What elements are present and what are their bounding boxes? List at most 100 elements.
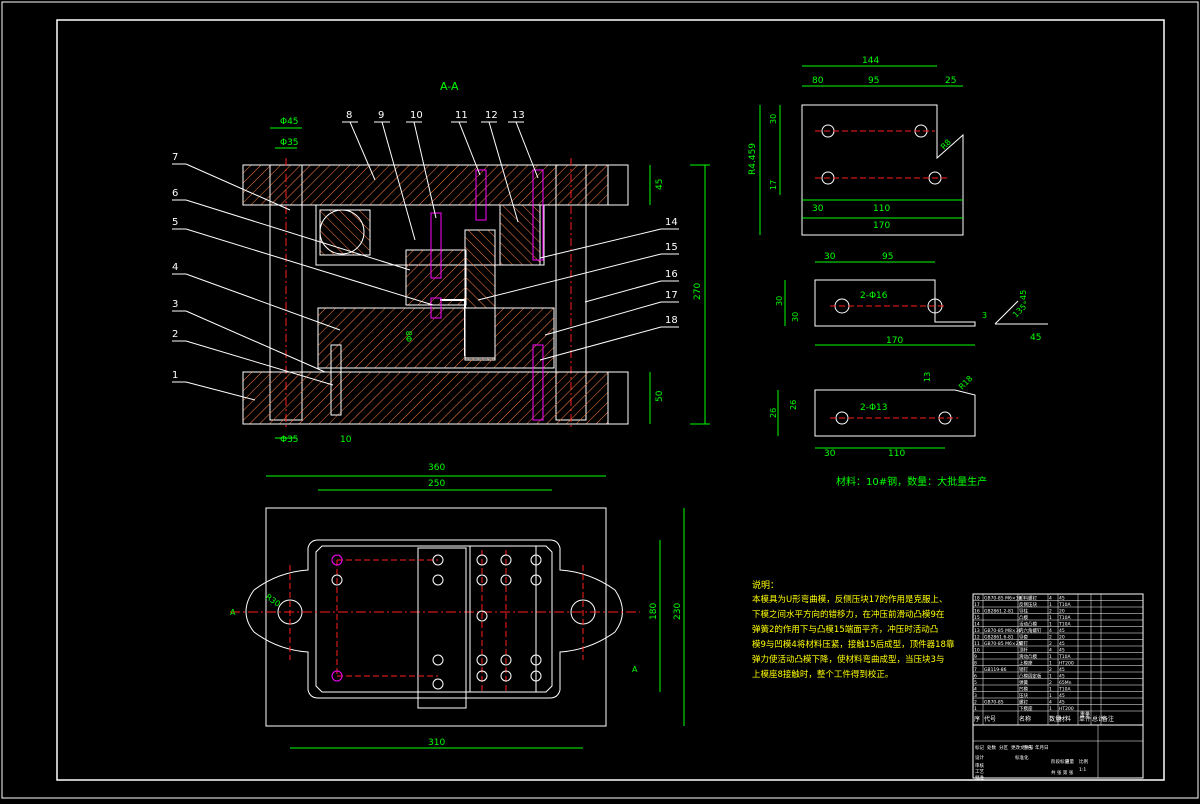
die [317,307,555,369]
tb-cell: 凹模 [1019,686,1028,693]
dim-d2-text: Φ35 [280,138,299,148]
tb-cell: 2 [1049,641,1052,647]
part2-t: 3 [982,311,987,320]
tb-cell: 45 [1059,693,1065,699]
plan-view: 360 250 310 230 180 R30 A A [230,463,685,749]
tb-cell: 下模座 [1019,705,1033,712]
tb-cell: 65Mn [1059,680,1072,686]
leader-line [515,121,539,179]
section-view: A-A 270 45 [172,80,710,445]
tb-header: 单件 [1079,715,1091,723]
screw-11 [475,169,487,221]
leader-line [185,163,291,211]
part2-angle: 135° [1011,299,1031,319]
plan-hole [432,654,444,666]
part2-w-total: 170 [886,336,903,346]
tb-cell: 4 [974,687,977,693]
leader-line [185,381,256,401]
tb-header: 总计 [1092,715,1104,723]
tb-cell: 2 [1049,680,1052,686]
tb-header: 名称 [1019,715,1031,723]
leader-line [185,273,341,331]
tb-cell: HT200 [1059,706,1074,712]
part1-h-b: 17 [769,180,778,190]
tb-cell: 1 [974,706,977,712]
leader-line [544,301,662,336]
tb-stage-label: 重量 [1065,758,1074,765]
dim-w-bottom-text: 310 [428,738,445,748]
dim-d1-text: Φ45 [280,117,299,127]
tb-cell: 内六角螺钉 [1019,627,1042,634]
part-number-14: 14 [665,217,678,228]
tb-cell: 1 [1049,661,1052,667]
tb-cell: 1 [1049,654,1052,660]
tb-cell: 14 [974,622,980,628]
part3-r: R18 [957,374,975,392]
part-number-10: 10 [410,110,423,121]
part1-w-bottom: 170 [873,221,890,231]
part1-d-left: 30 [812,204,824,214]
tb-cell: 45 [1059,700,1065,706]
screw-13 [532,169,544,261]
part-number-12: 12 [485,110,498,121]
leader-line [584,280,662,303]
tb-cell: 8 [974,661,977,667]
tb-cell: T10A [1058,687,1071,693]
note-line: 上模座8接触时，整个工件得到校正。 [752,669,893,680]
plan-hole [530,554,542,566]
part-number-9: 9 [378,110,384,121]
tb-cell: T10A [1058,615,1071,621]
tb-cell: 2 [974,700,977,706]
plan-hole [500,574,512,586]
part-number-1: 1 [172,370,178,381]
tb-header: 序 [974,715,980,723]
note-line: 模9与凹模4将材料压紧，接触15后成型，顶件器18靠 [752,639,955,650]
plan-inner-outline [315,545,553,693]
part-number-8: 8 [346,110,352,121]
tb-cell: 15 [974,615,980,621]
notes-title: 说明： [752,579,779,591]
part3-w-a: 30 [824,449,836,459]
tb-cell: GB70-85 M6×30 [984,596,1021,602]
leader-line [185,340,334,386]
tb-cell: 1 [1049,706,1052,712]
tb-cell: 活动凸模 [1019,621,1037,628]
part2-holes: 2-Φ16 [860,291,888,301]
plan-hole [476,554,488,566]
leader-line [185,310,326,373]
tb-cell: 上模座 [1019,660,1033,667]
leader-line [413,121,437,219]
plan-hole [432,554,444,566]
material-note: 材料：10#钢，数量：大批量生产 [836,475,987,488]
tb-sign-label: 标记 [975,744,984,751]
tb-cell: 45 [1059,628,1065,634]
tb-cell: 2 [1049,667,1052,673]
tb-cell: GB70-85 M8×30 [984,628,1021,634]
plan-hole [476,574,488,586]
inner-border [56,19,1165,781]
tb-cell: 3 [974,693,977,699]
screw-10 [430,212,442,279]
plan-die-outline [245,539,623,699]
part2-side [994,300,1019,325]
tb-sign-label: 审核 [975,762,984,769]
tb-header: 备注 [1102,715,1114,723]
tb-cell: T10A [1058,622,1071,628]
tb-cell: GB119-86 [984,667,1007,673]
tb-sign-label: 批准 [975,774,984,781]
plan-hole [530,574,542,586]
part2-a2: 45 [1030,333,1041,343]
tb-sign-label: 年月日 [1035,744,1049,751]
part2-h: 30 [775,296,784,306]
part-number-11: 11 [455,110,468,121]
part1-w-right: 25 [945,76,956,86]
tb-cell: 5 [974,680,977,686]
part1-d-mid: 110 [873,204,890,214]
tb-cell: 压块 [1019,692,1028,699]
note-line: 弹力使活动凸模下降，使材料弯曲成型，当压块3与 [752,654,944,665]
leader-line [381,121,416,241]
tb-cell: 滑动凸模 [1019,653,1037,660]
plan-hole [331,670,343,682]
